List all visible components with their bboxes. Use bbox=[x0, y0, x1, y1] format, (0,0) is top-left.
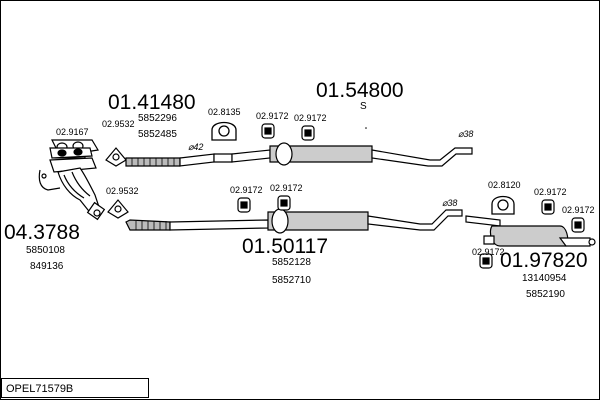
gasket-manifold-drawing bbox=[49, 147, 93, 159]
part-clamp-upper: 02.8135 bbox=[208, 107, 241, 117]
manifold-number: 04.3788 bbox=[4, 221, 80, 244]
part-hanger-rear-3: 02.9172 bbox=[472, 247, 505, 257]
front-pipe-upper-drawing bbox=[125, 153, 233, 167]
rear-silencer-ref-1: 13140954 bbox=[522, 273, 567, 284]
mid-silencer-lower-ref-1: 5852128 bbox=[272, 257, 311, 268]
part-hanger-upper-1: 02.9172 bbox=[256, 111, 289, 121]
manifold-ref-2: 849136 bbox=[30, 261, 64, 272]
part-hanger-lower-2: 02.9172 bbox=[270, 183, 303, 193]
front-pipe-upper-number: 01.41480 bbox=[108, 91, 196, 114]
gasket-upper-flange-drawing bbox=[105, 147, 127, 167]
leader-marks bbox=[365, 127, 367, 129]
rear-silencer-ref-2: 5852190 bbox=[526, 289, 565, 300]
diameter-upper-tail: ⌀38 bbox=[458, 129, 474, 139]
gasket-lower-flange-drawing bbox=[107, 199, 129, 219]
clamp-upper-drawing bbox=[211, 121, 237, 141]
part-gasket-manifold: 02.9167 bbox=[56, 127, 89, 137]
part-hanger-rear-1: 02.9172 bbox=[534, 187, 567, 197]
part-gasket-upper-flange: 02.9532 bbox=[102, 119, 135, 129]
part-hanger-upper-2: 02.9172 bbox=[294, 113, 327, 123]
front-pipe-lower-drawing bbox=[125, 219, 269, 231]
mid-silencer-lower-number: 01.50117 bbox=[242, 235, 329, 258]
part-clamp-rear: 02.8120 bbox=[488, 180, 521, 190]
part-hanger-rear-2: 02.9172 bbox=[562, 205, 595, 215]
mid-silencer-upper-drawing bbox=[231, 142, 473, 167]
hangers-drawing bbox=[237, 123, 585, 269]
front-pipe-upper-ref-1: 5852296 bbox=[138, 113, 177, 124]
mid-silencer-lower-drawing bbox=[267, 208, 463, 234]
part-gasket-lower-flange: 02.9532 bbox=[106, 186, 139, 196]
manifold-ref-1: 5850108 bbox=[26, 245, 65, 256]
part-hanger-lower-1: 02.9172 bbox=[230, 185, 263, 195]
mid-silencer-lower-ref-2: 5852710 bbox=[272, 275, 311, 286]
clamp-rear-drawing bbox=[491, 195, 515, 215]
diameter-lower-tail: ⌀38 bbox=[442, 198, 458, 208]
mid-silencer-upper-number: 01.54800 bbox=[316, 79, 404, 102]
rear-silencer-number: 01.97820 bbox=[500, 249, 588, 272]
front-pipe-upper-ref-2: 5852485 bbox=[138, 129, 177, 140]
rear-silencer-drawing bbox=[465, 215, 596, 247]
diagram-code-box: OPEL71579B bbox=[1, 378, 149, 398]
mid-silencer-upper-note: S bbox=[360, 101, 367, 112]
diameter-upper-pipe: ⌀42 bbox=[188, 142, 204, 152]
diagram-code: OPEL71579B bbox=[6, 383, 74, 395]
